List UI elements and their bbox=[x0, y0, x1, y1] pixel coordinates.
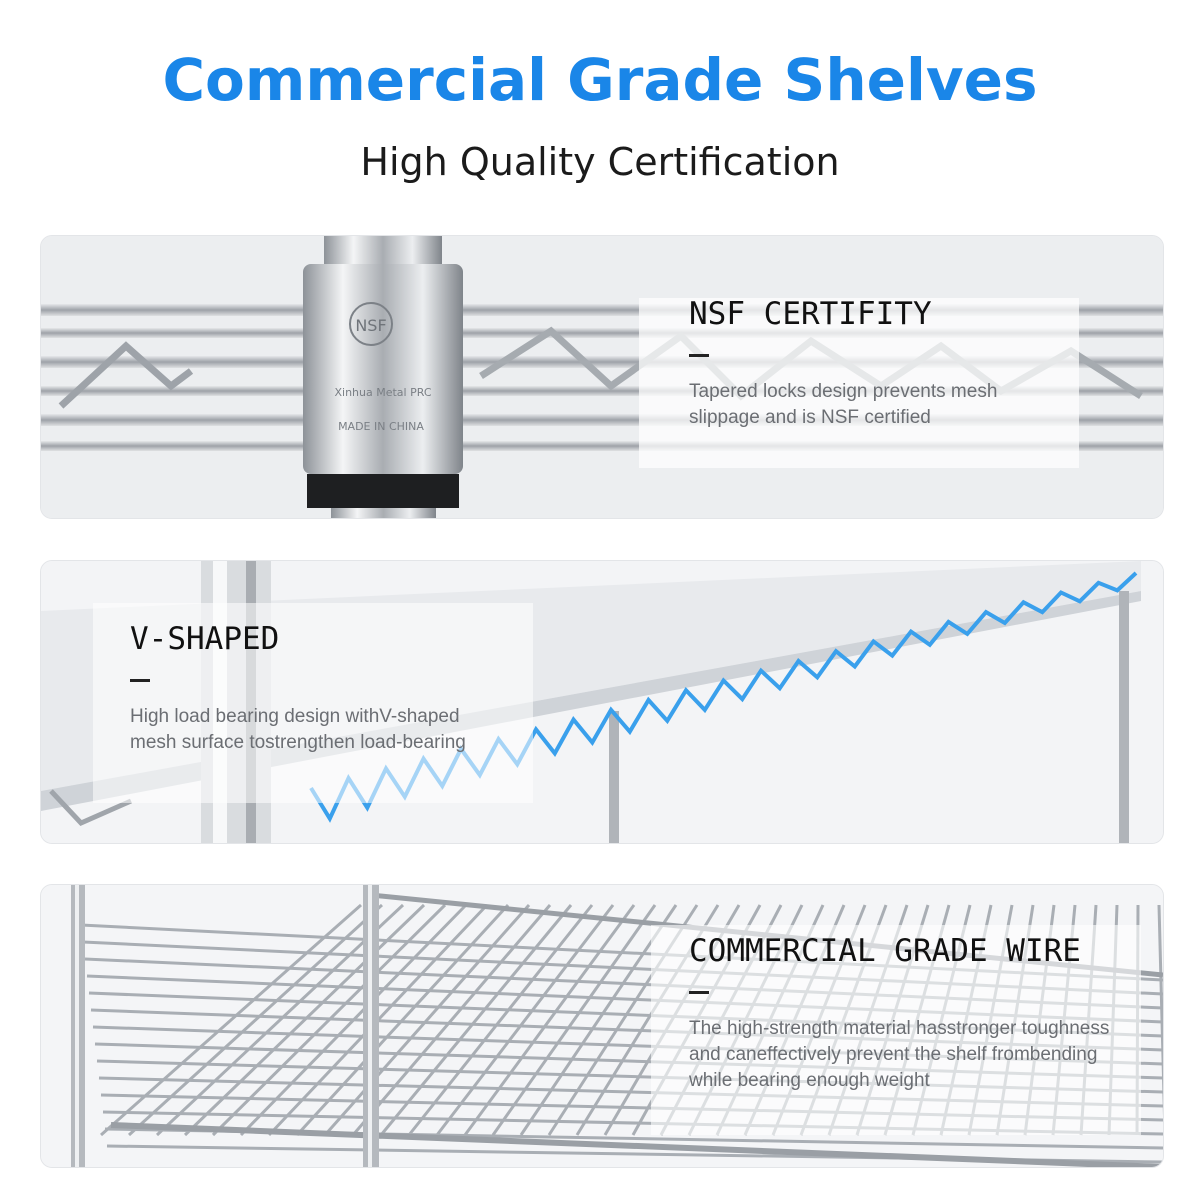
feature-panel-v-shaped: V-SHAPED High load bearing design withV-… bbox=[40, 560, 1164, 844]
text-backdrop bbox=[651, 925, 1141, 1135]
desc-line: Tapered locks design prevents mesh bbox=[689, 381, 998, 402]
sleeve-engraving-line1: Xinhua Metal PRC bbox=[334, 386, 431, 399]
feature-description: Tapered locks design prevents mesh slipp… bbox=[689, 379, 997, 431]
feature-panel-commercial-wire: COMMERCIAL GRADE WIRE The high-strength … bbox=[40, 884, 1164, 1168]
feature-panel-nsf: NSF Xinhua Metal PRC MADE IN CHINA NSF C… bbox=[40, 235, 1164, 519]
feature-heading: COMMERCIAL GRADE WIRE bbox=[689, 933, 1081, 969]
feature-text-commercial-wire: COMMERCIAL GRADE WIRE The high-strength … bbox=[689, 933, 1109, 1094]
feature-description: The high-strength material hasstronger t… bbox=[689, 1016, 1109, 1094]
heading-divider bbox=[689, 354, 709, 357]
heading-divider bbox=[130, 679, 150, 682]
nsf-logo: NSF bbox=[355, 316, 386, 335]
desc-line: while bearing enough weight bbox=[689, 1070, 930, 1091]
page-subtitle: High Quality Certification bbox=[360, 140, 840, 184]
feature-text-nsf: NSF CERTIFITY Tapered locks design preve… bbox=[689, 296, 997, 431]
desc-line: and caneffectively prevent the shelf fro… bbox=[689, 1044, 1098, 1065]
desc-line: mesh surface tostrengthen load-bearing bbox=[130, 732, 466, 753]
feature-heading: V-SHAPED bbox=[130, 621, 280, 657]
page-title: Commercial Grade Shelves bbox=[162, 46, 1038, 114]
desc-line: The high-strength material hasstronger t… bbox=[689, 1018, 1110, 1039]
text-backdrop bbox=[639, 298, 1079, 468]
text-backdrop bbox=[93, 603, 533, 803]
desc-line: slippage and is NSF certified bbox=[689, 407, 931, 428]
desc-line: High load bearing design withV-shaped bbox=[130, 706, 460, 727]
feature-text-v-shaped: V-SHAPED High load bearing design withV-… bbox=[130, 621, 466, 756]
feature-description: High load bearing design withV-shaped me… bbox=[130, 704, 466, 756]
sleeve-engraving-line2: MADE IN CHINA bbox=[338, 420, 424, 433]
heading-divider bbox=[689, 991, 709, 994]
feature-heading: NSF CERTIFITY bbox=[689, 296, 932, 332]
